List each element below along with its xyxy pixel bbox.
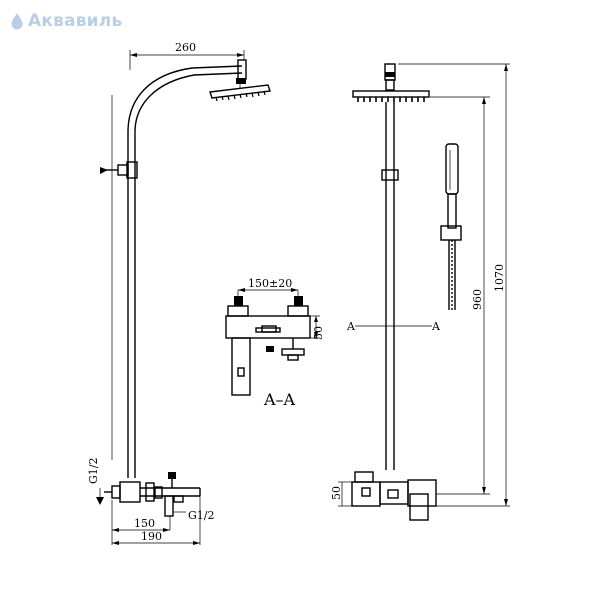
front-view: A A 960 <box>330 63 510 521</box>
section-marker-right: A <box>431 320 441 333</box>
section-a-a-view: 150±20 50 A–A <box>225 277 325 409</box>
brand-logo: Аквавиль <box>10 9 122 33</box>
dim-valve-height: 50 <box>312 326 325 340</box>
dim-thread-bottom: G1/2 <box>188 509 215 522</box>
section-marker-left: A <box>346 320 356 333</box>
side-view: 260 150 190 G1/2 G1/2 <box>87 41 271 545</box>
section-label: A–A <box>263 390 296 409</box>
dim-arm-reach: 260 <box>175 41 196 54</box>
side-mixer <box>111 472 201 517</box>
dim-total-height: 1070 <box>493 264 506 292</box>
dim-rail-height: 960 <box>471 289 484 310</box>
water-drop-icon <box>11 13 23 30</box>
hand-shower <box>440 143 462 310</box>
front-mixer <box>351 471 437 521</box>
dim-depth: 190 <box>141 530 162 543</box>
brand-name: Аквавиль <box>28 11 123 31</box>
dim-mixer-height-front: 50 <box>330 486 343 500</box>
dim-inlet-spacing: 150±20 <box>248 277 292 290</box>
side-shower-head <box>209 84 271 102</box>
dim-thread-side: G1/2 <box>87 458 100 485</box>
front-shower-head <box>352 90 430 102</box>
dim-spout-offset: 150 <box>134 517 155 530</box>
